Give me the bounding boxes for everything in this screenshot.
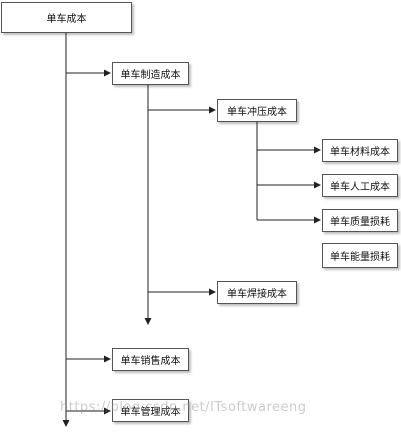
watermark-text: https://blog.csdn.net/ITsoftwareeng [60,400,307,415]
node-welding-cost: 单车焊接成本 [217,281,297,304]
node-stamping-cost: 单车冲压成本 [217,99,297,122]
node-manufacturing-cost: 单车制造成本 [112,62,189,85]
node-sales-cost: 单车销售成本 [112,348,189,371]
node-management-cost: 单车管理成本 [112,399,189,422]
node-labor-cost: 单车人工成本 [322,174,398,197]
node-root-cost: 单车成本 [1,2,132,33]
node-quality-loss: 单车质量损耗 [322,209,398,232]
node-material-cost: 单车材料成本 [322,139,398,162]
node-energy-loss: 单车能量损耗 [322,243,398,268]
